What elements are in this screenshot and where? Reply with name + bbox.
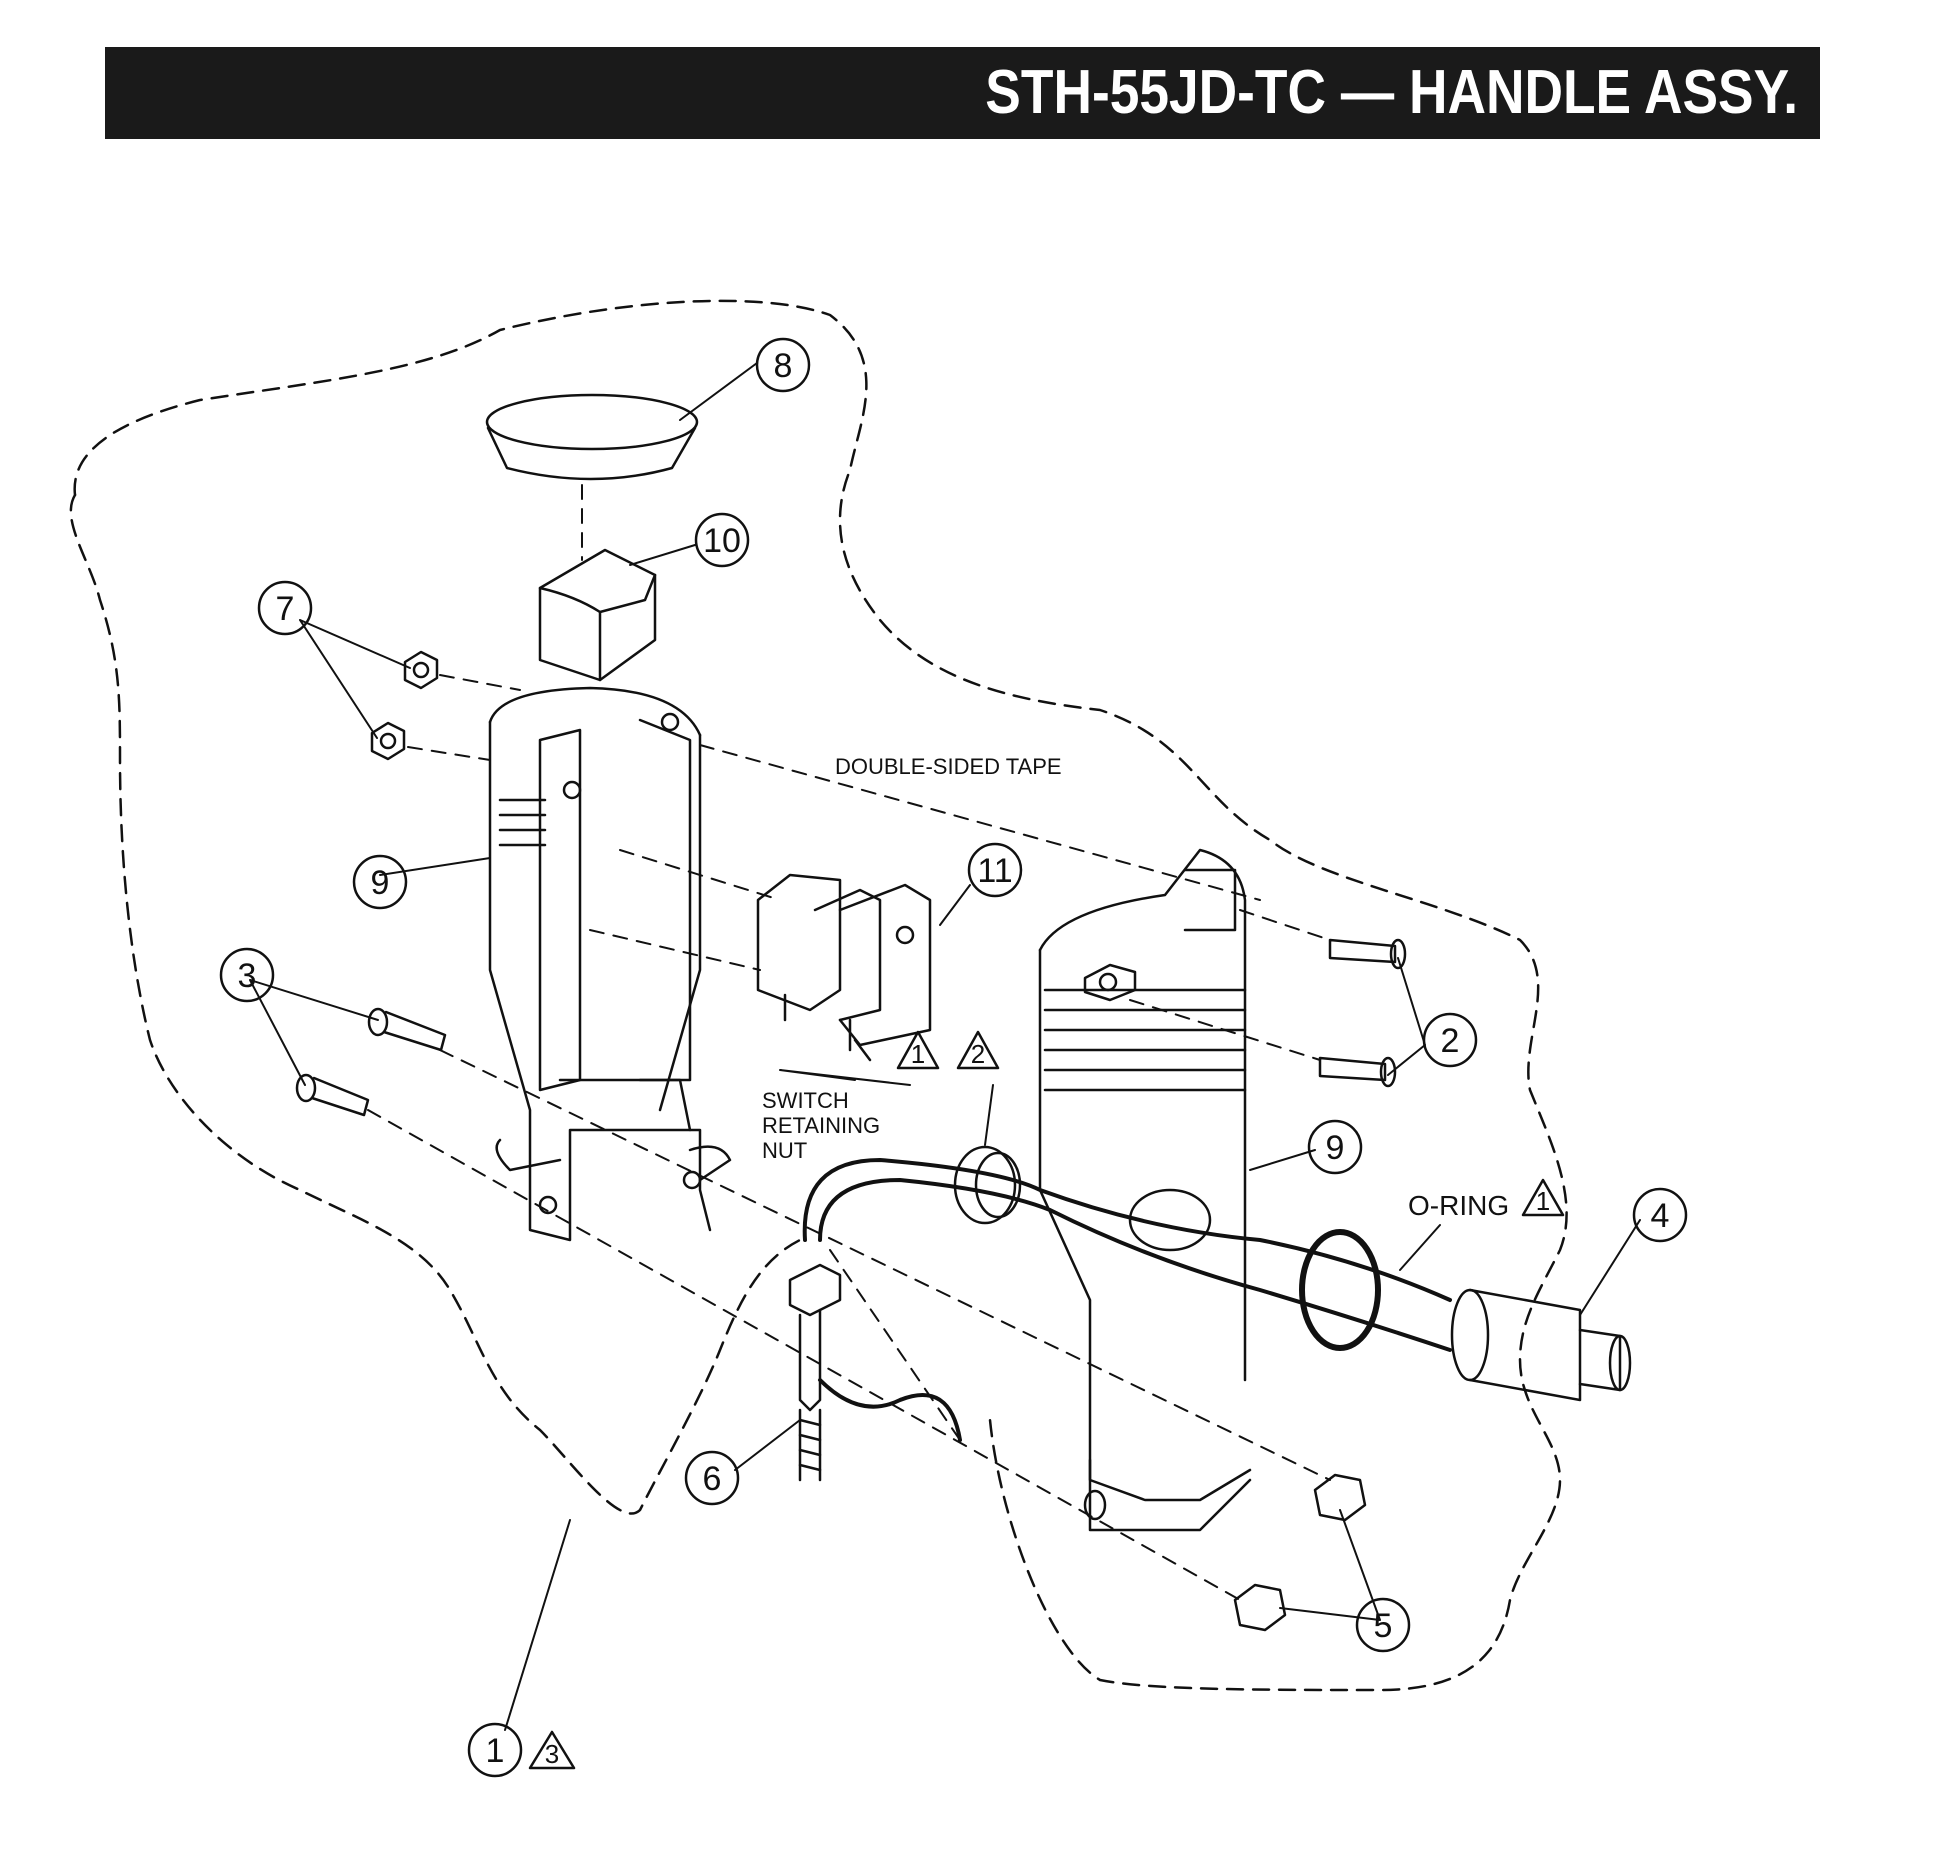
callout-11: 11 [977,852,1012,890]
o-ring-part [1299,1229,1381,1351]
callout-2: 2 [1441,1022,1460,1060]
note-triangle-1a [896,1030,940,1070]
screw-2-upper [1328,938,1407,970]
cable-assembly [802,1158,1452,1442]
page-title: STH-55JD-TC — HANDLE ASSY. [985,58,1798,127]
callout-11-circle [967,842,1023,898]
title-bar: STH-55JD-TC — HANDLE ASSY. [105,47,1820,139]
callout-7-circle [257,580,313,636]
callout-2-circle [1422,1012,1478,1068]
callout-9-left: 9 [371,864,390,902]
label-o-ring: O-RING [1408,1190,1509,1221]
knob-part [485,393,699,481]
callout-4: 4 [1651,1197,1670,1235]
nut-5-upper [1313,1473,1367,1522]
note-1a: 1 [911,1039,925,1069]
switch-retaining-nut-part [953,1145,1022,1225]
kit-boundary-upper [73,299,1568,1692]
nut-5-lower [1233,1583,1287,1632]
callout-9-right: 9 [1326,1129,1345,1167]
screw-3-upper [367,1007,447,1052]
nut-7-lower [370,721,406,761]
note-3: 3 [545,1739,559,1769]
callout-9-left-circle [352,854,408,910]
label-switch: SWITCH [762,1088,849,1113]
callout-1: 1 [486,1732,505,1770]
callout-10: 10 [703,522,741,560]
callout-7: 7 [276,590,295,628]
screw-3-lower [295,1073,370,1117]
label-nut: NUT [762,1138,807,1163]
callout-4-circle [1632,1187,1688,1243]
switch-lamp-part [1450,1288,1632,1402]
callout-6: 6 [703,1460,722,1498]
callout-9-right-circle [1307,1119,1363,1175]
callout-5-circle [1355,1597,1411,1653]
callout-1-circle [467,1722,523,1778]
note-1b: 1 [1536,1186,1550,1216]
callout-6-circle [684,1450,740,1506]
note-2: 2 [971,1039,985,1069]
callout-8: 8 [774,347,793,385]
handle-half-right [1038,848,1252,1532]
rocker-part [538,548,657,682]
screw-2-lower [1318,1056,1397,1088]
note-triangle-3 [528,1730,576,1770]
label-double-sided-tape: DOUBLE-SIDED TAPE [835,754,1062,779]
callout-3: 3 [238,957,257,995]
probe-part [788,1263,842,1482]
label-retaining: RETAINING [762,1113,880,1138]
note-triangle-2 [956,1030,1000,1070]
callout-8-circle [755,337,811,393]
callout-3-circle [219,947,275,1003]
handle-half-left [488,686,732,1242]
nut-7-upper [403,650,439,690]
note-triangle-1b [1521,1178,1565,1217]
callout-5: 5 [1374,1607,1393,1645]
micro-switch-part [756,873,932,1062]
callout-10-circle [694,512,750,568]
